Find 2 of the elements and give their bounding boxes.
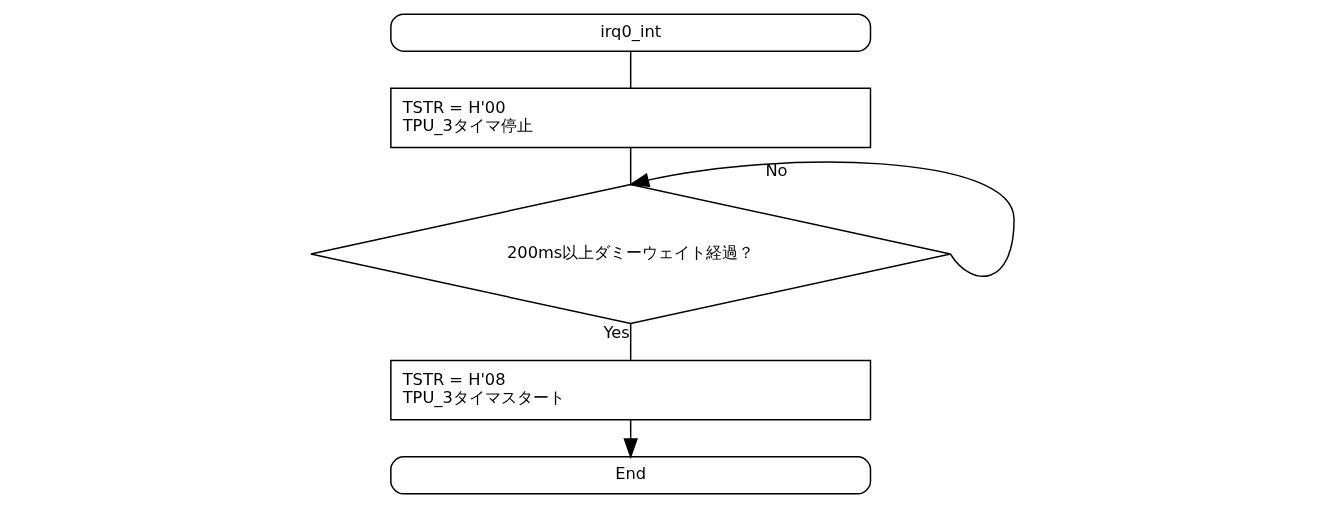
edge-label: Yes	[602, 322, 630, 342]
edge-label: No	[764, 160, 788, 180]
